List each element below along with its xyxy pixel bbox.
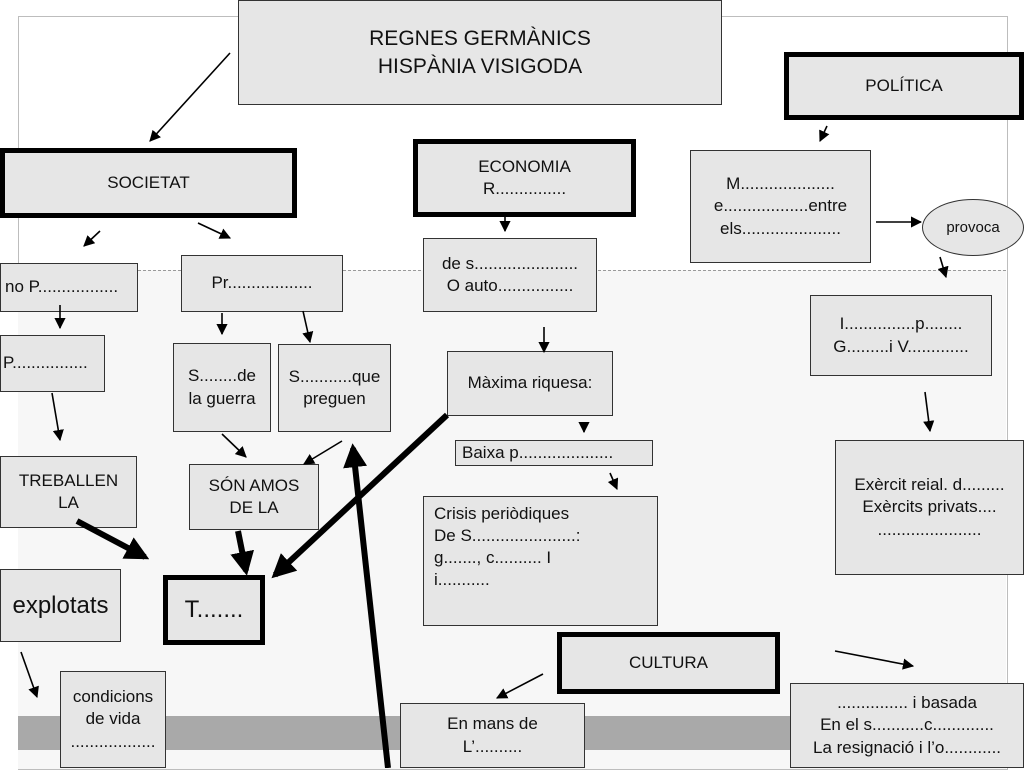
economia-header: ECONOMIA R............... — [413, 139, 636, 217]
treballen-box: TREBALLEN LA — [0, 456, 137, 528]
t-box: T....... — [163, 575, 265, 645]
maxima-riquesa-box: Màxima riquesa: — [447, 351, 613, 416]
title-box: REGNES GERMÀNICS HISPÀNIA VISIGODA — [238, 0, 722, 105]
politica-header: POLÍTICA — [784, 52, 1024, 120]
cultura-header: CULTURA — [557, 632, 780, 694]
societat-header: SOCIETAT — [0, 148, 297, 218]
title-line-1: REGNES GERMÀNICS — [369, 27, 591, 51]
provoca-ellipse: provoca — [922, 199, 1024, 256]
exercit-box: Exèrcit reial. d......... Exèrcits priva… — [835, 440, 1024, 575]
title-line-2: HISPÀNIA VISIGODA — [377, 54, 583, 78]
baixa-box: Baixa p.................... — [455, 440, 653, 466]
explotats-box: explotats — [0, 569, 121, 642]
s-preguen-box: S...........que preguen — [278, 344, 391, 432]
de-s-box: de s...................... O auto.......… — [423, 238, 597, 312]
basada-box: ............... i basada En el s........… — [790, 683, 1024, 768]
no-p-box: no P................. — [0, 263, 138, 312]
en-mans-box: En mans de L’.......... — [400, 703, 585, 768]
son-amos-box: SÓN AMOS DE LA — [189, 464, 319, 530]
condicions-box: condicions de vida .................. — [60, 671, 166, 768]
i-p-box: I...............p........ G.........i V.… — [810, 295, 992, 376]
p-box: P................ — [0, 335, 105, 392]
m-box: M.................... e.................… — [690, 150, 871, 263]
crisis-box: Crisis periòdiques De S.................… — [423, 496, 658, 626]
s-guerra-box: S........de la guerra — [173, 343, 271, 432]
pr-box: Pr.................. — [181, 255, 343, 312]
